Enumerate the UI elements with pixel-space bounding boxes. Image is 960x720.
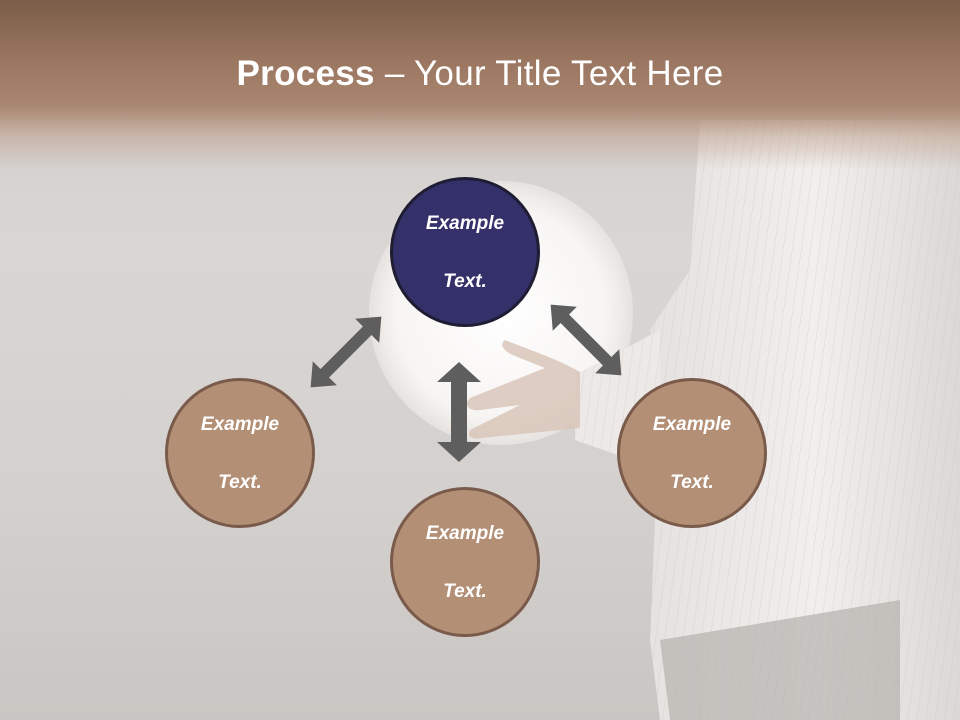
node-left-line1: Example	[200, 413, 280, 435]
node-bottom-line2: Text.	[443, 580, 487, 602]
double-arrow-vertical	[437, 362, 481, 462]
node-top-line1: Example	[425, 212, 505, 234]
double-arrow-upper-right	[550, 304, 622, 376]
double-arrow-upper-left	[310, 316, 382, 388]
node-top-line2: Text.	[443, 270, 487, 292]
node-right-line2: Text.	[670, 471, 714, 493]
slide-title: Process – Your Title Text Here	[0, 52, 960, 96]
trousers-shape	[660, 600, 900, 720]
node-right-line1: Example	[652, 413, 732, 435]
title-bold: Process	[236, 54, 375, 93]
node-bottom-line1: Example	[425, 522, 505, 544]
title-rest: – Your Title Text Here	[374, 54, 724, 93]
header-band	[0, 0, 960, 170]
hand-shape	[466, 340, 580, 439]
node-left-line2: Text.	[218, 471, 262, 493]
